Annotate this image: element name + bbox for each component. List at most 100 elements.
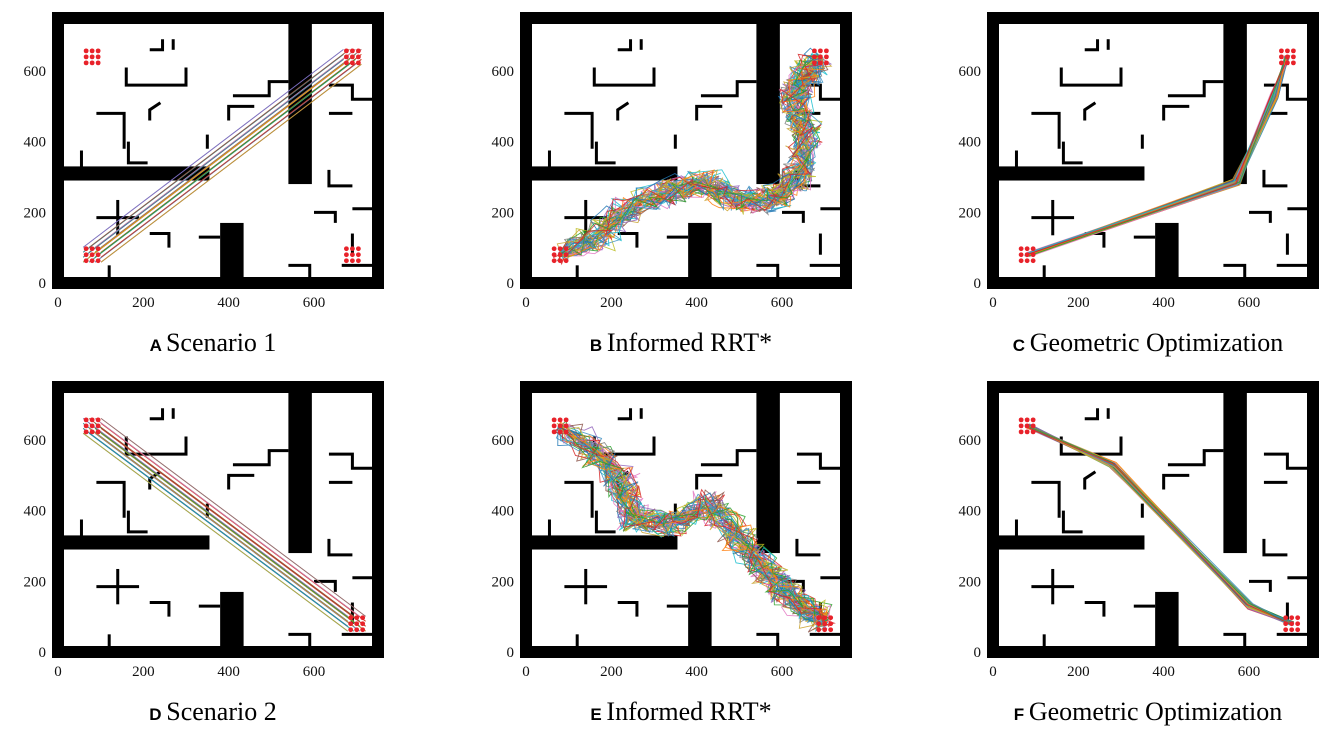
goal-marker xyxy=(818,48,823,54)
path-line xyxy=(82,49,344,248)
start-marker xyxy=(551,258,557,264)
panel-title: Scenario 2 xyxy=(166,697,276,726)
path-line xyxy=(88,418,354,617)
obstacle-line xyxy=(695,104,723,121)
start-marker xyxy=(1018,258,1024,264)
start-marker xyxy=(1024,429,1030,435)
y-tick-label: 0 xyxy=(39,645,47,661)
panel-letter: D xyxy=(149,705,166,724)
y-tick-label: 600 xyxy=(959,433,982,449)
goal-marker xyxy=(1295,627,1301,633)
path-line xyxy=(560,58,822,256)
start-marker xyxy=(551,423,557,429)
x-tick-label: 400 xyxy=(685,295,708,311)
obstacle-block xyxy=(1223,18,1247,185)
obstacle-line xyxy=(1249,579,1272,592)
robot-marker xyxy=(89,60,95,66)
path-line xyxy=(82,427,348,627)
x-tick-label: 0 xyxy=(522,295,530,311)
x-tick-label: 600 xyxy=(1238,664,1261,680)
panel-caption: C Geometric Optimization xyxy=(1013,328,1283,357)
path-line xyxy=(82,432,348,632)
robot-marker xyxy=(350,252,355,258)
path-line xyxy=(1025,424,1293,626)
obstacle-line xyxy=(1162,104,1190,121)
start-marker xyxy=(557,258,563,264)
y-tick-label: 400 xyxy=(492,504,515,520)
robot-marker xyxy=(95,60,101,66)
path-line xyxy=(557,57,820,266)
start-marker xyxy=(1024,423,1030,429)
y-tick-label: 200 xyxy=(24,574,47,590)
obstacle-line xyxy=(126,141,148,165)
start-marker xyxy=(1030,252,1036,258)
obstacle-line xyxy=(1162,473,1190,490)
goal-marker xyxy=(1279,60,1284,66)
start-marker xyxy=(1024,246,1030,252)
path-line xyxy=(560,426,827,627)
goal-marker xyxy=(1291,48,1296,54)
panel-title: Informed RRT* xyxy=(607,328,772,357)
path-line xyxy=(558,423,825,625)
x-tick-label: 400 xyxy=(1152,295,1175,311)
goal-marker xyxy=(824,48,829,54)
goal-marker xyxy=(1283,627,1289,633)
start-marker xyxy=(89,417,95,423)
obstacle-block xyxy=(756,387,780,554)
goal-marker xyxy=(1285,54,1290,60)
goal-marker xyxy=(824,54,829,60)
y-tick-label: 0 xyxy=(39,276,47,292)
goal-marker xyxy=(360,621,366,627)
start-marker xyxy=(557,246,563,252)
panel-title: Geometric Optimization xyxy=(1029,697,1282,726)
obstacle-block xyxy=(526,535,678,550)
y-tick-label: 0 xyxy=(507,645,515,661)
goal-marker xyxy=(812,54,817,60)
robot-marker xyxy=(356,246,361,252)
start-marker xyxy=(1030,258,1036,264)
goal-marker xyxy=(824,60,829,66)
y-tick-label: 400 xyxy=(959,504,982,520)
panel-caption: D Scenario 2 xyxy=(149,697,276,726)
goal-marker xyxy=(356,48,361,54)
obstacle-line xyxy=(1167,80,1224,98)
start-marker xyxy=(89,246,95,252)
start-marker xyxy=(1024,252,1030,258)
y-tick-label: 400 xyxy=(24,504,47,520)
start-marker xyxy=(551,246,557,252)
path-line xyxy=(100,49,362,248)
start-marker xyxy=(557,417,563,423)
goal-marker xyxy=(356,60,361,66)
goal-marker xyxy=(812,48,817,54)
obstacle-line xyxy=(232,80,289,98)
panel-letter: C xyxy=(1013,336,1030,355)
obstacle-line xyxy=(227,104,255,121)
obstacle-line xyxy=(592,67,656,87)
goal-marker xyxy=(828,615,834,621)
obstacle-line xyxy=(782,210,805,223)
goal-marker xyxy=(1291,54,1296,60)
goal-marker xyxy=(354,621,360,627)
robot-marker xyxy=(344,258,349,264)
goal-marker xyxy=(356,54,361,60)
robot-marker xyxy=(89,54,95,60)
y-tick-label: 600 xyxy=(959,64,982,80)
obstacle-line xyxy=(327,169,353,188)
panel-letter: F xyxy=(1014,705,1029,724)
obstacle-line xyxy=(288,263,312,283)
start-marker xyxy=(1024,258,1030,264)
path-line xyxy=(94,427,360,627)
start-marker xyxy=(557,429,563,435)
obstacle-line xyxy=(149,39,165,52)
start-marker xyxy=(1030,423,1036,429)
obstacle-line xyxy=(148,101,162,121)
goal-marker xyxy=(818,60,823,66)
y-tick-label: 200 xyxy=(492,574,515,590)
obstacle-line xyxy=(1031,111,1061,149)
start-marker xyxy=(563,429,569,435)
panel-caption: B Informed RRT* xyxy=(590,328,772,357)
path-line xyxy=(82,418,348,617)
goal-marker xyxy=(1283,615,1289,621)
